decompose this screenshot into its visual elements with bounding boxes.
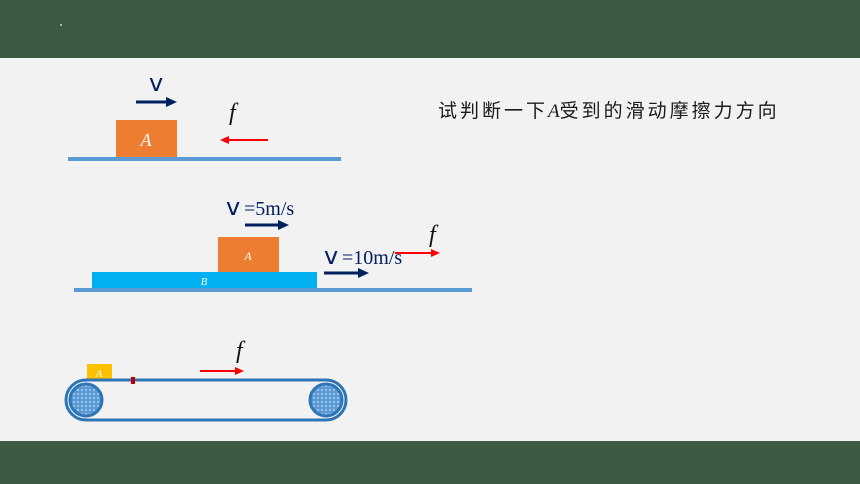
scene-2: v =5m/s A B v =10m/s f [74, 193, 472, 292]
block-a [116, 120, 177, 158]
scene-1: v f A [68, 69, 341, 161]
velocity-arrow-b [324, 268, 369, 278]
block-a-label: A [243, 249, 252, 263]
velocity-value-a: =5m/s [244, 198, 294, 220]
conveyor-belt [64, 378, 348, 422]
friction-arrow [220, 136, 268, 144]
friction-label: f [236, 338, 246, 364]
velocity-arrow [136, 97, 177, 107]
velocity-symbol-a: v [226, 193, 240, 221]
question-letter: A [548, 101, 560, 122]
footer-bar [0, 441, 860, 484]
block-a [87, 364, 112, 381]
block-a-label: A [140, 130, 153, 150]
question-text: 试判断一下A受到的滑动摩擦力方向 [438, 96, 780, 123]
board-b [92, 272, 317, 288]
board-b-label: B [201, 276, 208, 288]
friction-label: f [429, 222, 439, 248]
velocity-value-b: =10m/s [342, 247, 402, 269]
velocity-arrow-a [245, 220, 289, 230]
belt-marker [131, 377, 135, 384]
velocity-label: v [149, 69, 163, 97]
block-a [218, 237, 279, 273]
header-dot [60, 24, 62, 26]
right-roller [308, 382, 344, 418]
left-roller [68, 382, 104, 418]
ground-line [74, 288, 472, 292]
header-bar [0, 0, 860, 58]
friction-arrow [200, 367, 244, 375]
scene-3: f A [64, 338, 348, 422]
ground-line [68, 157, 341, 161]
friction-label: f [229, 100, 239, 126]
question-before: 试判断一下 [438, 100, 549, 122]
block-a-label: A [95, 368, 103, 380]
friction-arrow [395, 249, 440, 257]
question-after: 受到的滑动摩擦力方向 [559, 100, 780, 122]
velocity-symbol-b: v [324, 242, 338, 270]
